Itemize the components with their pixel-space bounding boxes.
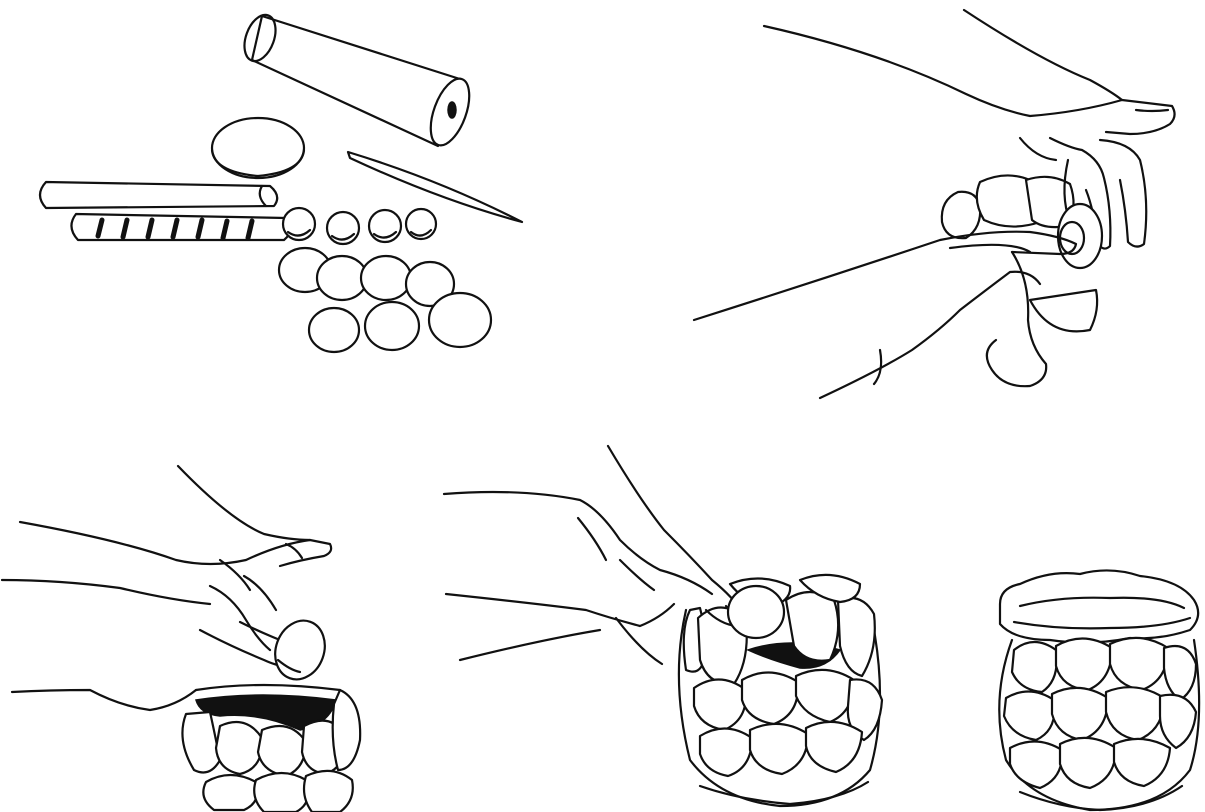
clay-disc-step-4 — [728, 586, 784, 638]
step-4-upper-row — [444, 446, 882, 806]
finished-pot-body — [999, 638, 1199, 810]
marked-clay-coil — [71, 214, 290, 240]
lower-hand — [694, 232, 1076, 398]
clay-disc-being-pressed — [1058, 204, 1102, 268]
step-1-materials — [40, 11, 522, 352]
step-3-second-row — [2, 466, 360, 812]
flat-clay-disc — [212, 118, 304, 178]
clay-strip — [348, 152, 522, 222]
flattened-clay-discs — [279, 248, 491, 352]
step-5-finished-pot — [999, 570, 1199, 810]
step-2-pressing-disc — [694, 10, 1175, 398]
finished-pot-rim — [1000, 570, 1198, 642]
clay-disc-step-3 — [267, 614, 333, 687]
clay-balls-row — [283, 208, 436, 244]
pot-step-3 — [182, 685, 360, 812]
clay-coil — [40, 182, 277, 208]
